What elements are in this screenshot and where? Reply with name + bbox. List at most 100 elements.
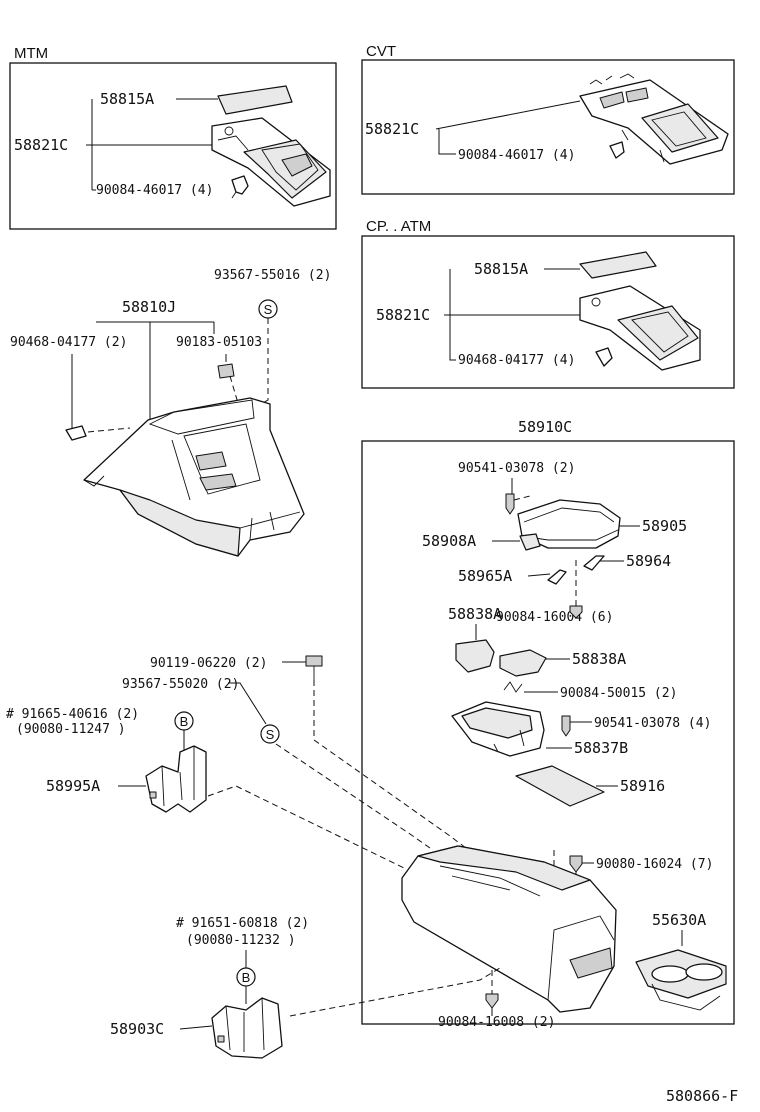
cp-atm-label-58821c: 58821C bbox=[376, 306, 430, 324]
label-93567-55020: 93567-55020 (2) bbox=[122, 677, 239, 692]
cvt-leaders bbox=[435, 100, 581, 155]
badge-s-upper-letter: S bbox=[264, 302, 273, 317]
label-58916: 58916 bbox=[620, 777, 665, 795]
label-90084-16004: 90084-16004 (6) bbox=[496, 610, 613, 625]
cvt-label-58821c: 58821C bbox=[365, 120, 419, 138]
badge-s-lower: S bbox=[260, 724, 280, 744]
label-90119-06220: 90119-06220 (2) bbox=[150, 656, 267, 671]
upper-dash-nut bbox=[229, 375, 241, 411]
badge-b-lower: B bbox=[236, 967, 256, 987]
clip-icon bbox=[503, 681, 523, 693]
mtm-leader-bracket bbox=[86, 99, 215, 191]
cvt-label-clip: 90084-46017 (4) bbox=[458, 148, 575, 163]
pad-58838a-left bbox=[455, 639, 495, 673]
bracket-58965a bbox=[547, 569, 567, 585]
screw-icon bbox=[505, 493, 515, 515]
label-91665-40616: # 91665-40616 (2) bbox=[6, 707, 139, 722]
label-90541-03078-4: 90541-03078 (4) bbox=[594, 716, 711, 731]
badge-s-upper: S bbox=[258, 299, 278, 319]
label-58905: 58905 bbox=[642, 517, 687, 535]
label-90084-50015: 90084-50015 (2) bbox=[560, 686, 677, 701]
dash-s-to-console bbox=[275, 743, 431, 849]
label-58908a: 58908A bbox=[422, 532, 476, 550]
nut-icon bbox=[485, 993, 499, 1009]
cp-atm-frame bbox=[361, 235, 735, 389]
cp-atm-panel-58821c bbox=[579, 285, 701, 371]
lower-left-group: 90119-06220 (2) 93567-55020 (2) # 91665-… bbox=[6, 655, 501, 1059]
hinge-58908a bbox=[519, 533, 541, 551]
upper-dash-clip bbox=[87, 427, 131, 433]
label-58837b: 58837B bbox=[574, 739, 628, 757]
nut-icon bbox=[217, 363, 235, 379]
leader-58903c bbox=[179, 1025, 213, 1030]
badge-b-upper-letter: B bbox=[180, 714, 189, 729]
label-58838a-right: 58838A bbox=[572, 650, 626, 668]
clip-icon bbox=[231, 175, 249, 199]
cp-atm-label-clip: 90468-04177 (4) bbox=[458, 353, 575, 368]
pad-58838a-right bbox=[499, 649, 547, 677]
label-58995a: 58995A bbox=[46, 777, 100, 795]
mtm-label-clip: 90084-46017 (4) bbox=[96, 183, 213, 198]
leader-93567-55020 bbox=[228, 682, 267, 725]
cp-atm-title: CP. . ATM bbox=[366, 218, 431, 235]
dash-58903c-to-console bbox=[289, 967, 501, 1017]
cp-atm-section: CP. . ATM 58815A 58821C 90468-04177 (4) bbox=[361, 218, 735, 389]
badge-b-upper: B bbox=[174, 711, 194, 731]
console-body-58910c bbox=[401, 845, 617, 1013]
screw-icon bbox=[305, 655, 323, 680]
label-58810j: 58810J bbox=[122, 298, 176, 316]
upper-dash-s bbox=[249, 318, 269, 411]
label-90183-05103: 90183-05103 bbox=[176, 335, 262, 350]
label-90084-16008: 90084-16008 (2) bbox=[438, 1015, 555, 1030]
label-90080-16024: 90080-16024 (7) bbox=[596, 857, 713, 872]
badge-s-lower-letter: S bbox=[266, 727, 275, 742]
mtm-label-58815a: 58815A bbox=[100, 90, 154, 108]
bracket-58995a bbox=[145, 745, 207, 813]
panel-58810j bbox=[83, 397, 305, 557]
upper-leader-bracket bbox=[96, 321, 215, 420]
mtm-pad-58815a bbox=[217, 85, 293, 115]
cvt-title: CVT bbox=[366, 43, 396, 60]
label-90080-11247: (90080-11247 ) bbox=[16, 722, 126, 737]
nut-icon bbox=[569, 605, 583, 619]
footer-code: 580866-F bbox=[666, 1087, 738, 1105]
bracket-58903c bbox=[211, 997, 283, 1059]
mtm-section: MTM 58815A 58821C 90084-46017 (4) bbox=[9, 45, 337, 230]
mtm-title: MTM bbox=[14, 45, 48, 62]
mtm-panel-58821c bbox=[211, 117, 331, 207]
label-55630a: 55630A bbox=[652, 911, 706, 929]
cvt-panel-58821c bbox=[579, 73, 729, 165]
screw-icon bbox=[569, 855, 583, 873]
box-58837b bbox=[451, 701, 545, 757]
label-91651-60818: # 91651-60818 (2) bbox=[176, 916, 309, 931]
cp-atm-pad-58815a bbox=[579, 251, 657, 279]
cupholder-55630a bbox=[635, 949, 727, 1011]
dash-58995a-to-console bbox=[207, 785, 405, 869]
spring-58964 bbox=[583, 555, 605, 571]
label-90468-04177: 90468-04177 (2) bbox=[10, 335, 127, 350]
label-93567-55016: 93567-55016 (2) bbox=[214, 268, 331, 283]
label-90541-03078-2: 90541-03078 (2) bbox=[458, 461, 575, 476]
cvt-section: CVT 58821C 90084-46017 (4) bbox=[361, 43, 735, 195]
clip-icon bbox=[609, 141, 625, 159]
label-58964: 58964 bbox=[626, 552, 671, 570]
screw-icon bbox=[561, 715, 571, 737]
label-58838a-top: 58838A bbox=[448, 605, 502, 623]
badge-b-lower-letter: B bbox=[242, 970, 251, 985]
mat-58916 bbox=[515, 765, 605, 807]
mtm-label-58821c: 58821C bbox=[14, 136, 68, 154]
console-title-58910c: 58910C bbox=[518, 418, 572, 436]
cp-atm-leaders bbox=[444, 268, 580, 361]
mtm-frame bbox=[9, 62, 337, 230]
leader-58965a bbox=[527, 573, 551, 577]
upper-panel-group: 93567-55016 (2) 58810J 90468-04177 (2) 9… bbox=[10, 268, 331, 557]
console-frame bbox=[361, 440, 735, 1025]
console-section: 58910C 90541-03078 (2) 58905 58908A 5896… bbox=[361, 418, 735, 1030]
clip-icon bbox=[65, 425, 87, 441]
cvt-frame bbox=[361, 59, 735, 195]
label-58965a: 58965A bbox=[458, 567, 512, 585]
clip-icon bbox=[595, 347, 613, 367]
dash-bolt-to-console bbox=[313, 680, 467, 849]
label-90080-11232: (90080-11232 ) bbox=[186, 933, 296, 948]
